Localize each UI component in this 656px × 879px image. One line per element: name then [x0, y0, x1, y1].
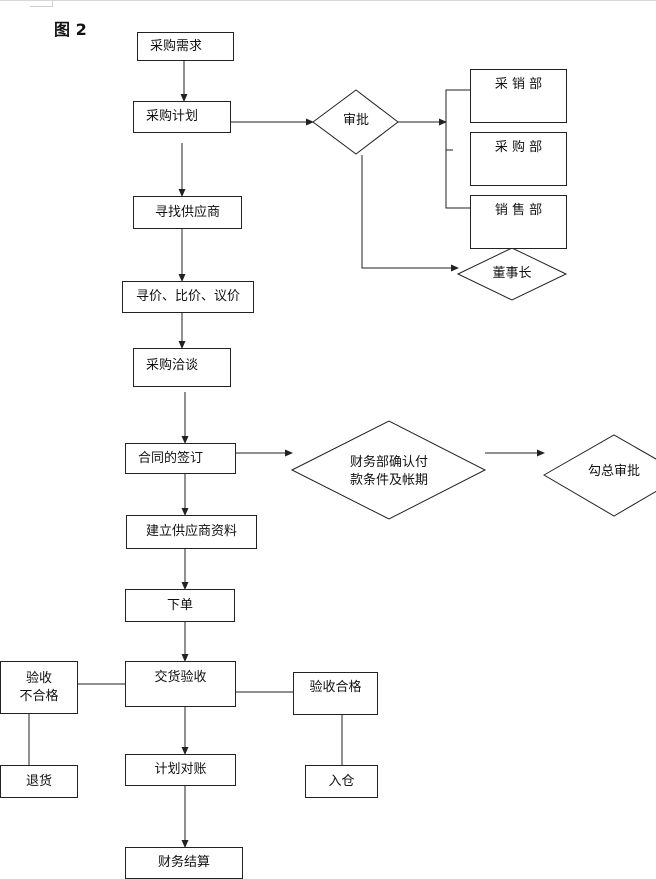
node-procurement-sales-dept-label: 采 销 部 [494, 77, 543, 92]
node-negotiation: 采购洽谈 [133, 348, 231, 387]
node-financial-settlement: 财务结算 [125, 847, 243, 879]
figure-label: 图 2 [54, 20, 87, 39]
node-purchasing-dept-label: 采 购 部 [494, 140, 543, 155]
node-return-goods: 退货 [0, 765, 78, 798]
node-approval: 审批 [342, 113, 369, 128]
arrow-approval-to-chairman [361, 155, 459, 272]
approval-diamond [312, 89, 399, 155]
page-corner-mark [30, 0, 53, 7]
chairman-diamond [456, 247, 568, 301]
page-top-border [0, 0, 656, 1]
bracket-dept-branches [445, 89, 470, 209]
node-purchase-plan: 采购计划 [133, 101, 231, 133]
finance-confirm-diamond [290, 420, 487, 520]
node-purchase-demand: 采购需求 [137, 32, 234, 61]
node-purchasing-dept: 采 购 部 [470, 132, 567, 186]
node-chairman: 董事长 [492, 266, 532, 281]
node-place-order: 下单 [125, 589, 235, 622]
node-finance-confirm: 财务部确认付 款条件及帐期 [349, 455, 428, 488]
node-sales-dept-label: 销 售 部 [494, 203, 543, 218]
node-inspection-passed: 验收合格 [293, 672, 378, 715]
node-procurement-sales-dept: 采 销 部 [470, 69, 567, 123]
node-delivery-inspection: 交货验收 [125, 661, 236, 707]
node-sales-dept: 销 售 部 [470, 195, 567, 249]
node-contract-signing: 合同的签订 [125, 443, 236, 474]
node-supplier-records: 建立供应商资料 [126, 515, 257, 549]
node-plan-reconciliation: 计划对账 [125, 754, 236, 786]
node-warehousing: 入仓 [305, 765, 378, 798]
node-inspection-failed: 验收 不合格 [0, 661, 78, 714]
node-inquiry: 寻价、比价、议价 [122, 281, 254, 313]
node-find-supplier: 寻找供应商 [133, 196, 242, 229]
final-approval-diamond [543, 434, 656, 517]
node-final-approval: 勾总审批 [587, 464, 640, 479]
